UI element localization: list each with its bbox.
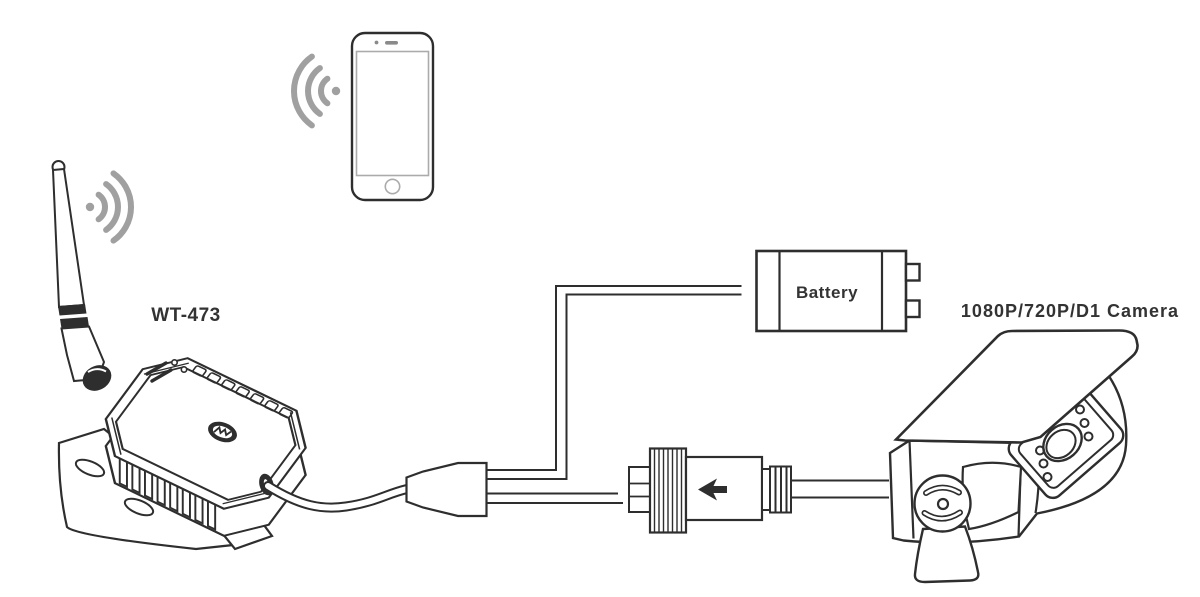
- box-top-rim: [104, 357, 307, 510]
- antenna-icon: [51, 160, 112, 391]
- wifi-signal-phone-icon: [291, 53, 341, 129]
- battery-wires: [486, 285, 742, 480]
- led-indicator: [180, 365, 188, 373]
- antenna-shaft: [51, 167, 86, 309]
- camera-lens-inner: [1045, 428, 1077, 460]
- bracket-stand: [913, 525, 980, 584]
- knob-center: [936, 497, 950, 511]
- connector-step: [761, 468, 771, 511]
- phone-home-button: [384, 178, 401, 195]
- sun-shield: [893, 329, 1139, 444]
- camera-label: 1080P/720P/D1 Camera: [961, 301, 1179, 321]
- heatsink-ribs: [118, 454, 217, 531]
- box-top-face: [114, 366, 297, 501]
- wifi-signal-transmitter-icon: [85, 170, 134, 244]
- battery-terminal: [904, 262, 921, 282]
- flange-slot: [74, 458, 106, 478]
- phone-speaker-icon: [385, 41, 398, 45]
- ir-leds: [1035, 404, 1094, 482]
- battery-terminal: [904, 299, 921, 319]
- smartphone: [350, 31, 435, 202]
- mount-knob: [913, 474, 972, 533]
- camera-cable: [791, 479, 889, 499]
- antenna-band: [60, 317, 89, 329]
- transmitter-box: [104, 357, 307, 537]
- transmitter-label: WT-473: [151, 305, 221, 326]
- antenna-band: [58, 304, 87, 316]
- connector-wires: [486, 492, 623, 504]
- battery-label: Battery: [796, 283, 858, 302]
- power-cable: [263, 481, 412, 513]
- corner-bevels: [111, 362, 301, 505]
- phone-screen: [355, 50, 430, 177]
- flange-slot: [123, 497, 155, 517]
- battery: Battery: [755, 249, 921, 333]
- transmitter-unit: WT-473: [51, 160, 307, 551]
- aviation-connector: [628, 447, 792, 534]
- connector-body: [684, 455, 764, 522]
- arrow-left-icon: [698, 478, 727, 501]
- cable-splitter: [405, 461, 488, 518]
- body-seam: [908, 440, 915, 539]
- phone-camera-icon: [374, 40, 379, 45]
- vent-slots: [192, 365, 294, 419]
- led-indicator: [171, 358, 179, 366]
- camera: 1080P/720P/D1 Camera: [888, 301, 1179, 584]
- logo-badge-icon: [208, 421, 237, 443]
- connector-rear: [628, 466, 651, 513]
- indicator-marks: [145, 358, 188, 383]
